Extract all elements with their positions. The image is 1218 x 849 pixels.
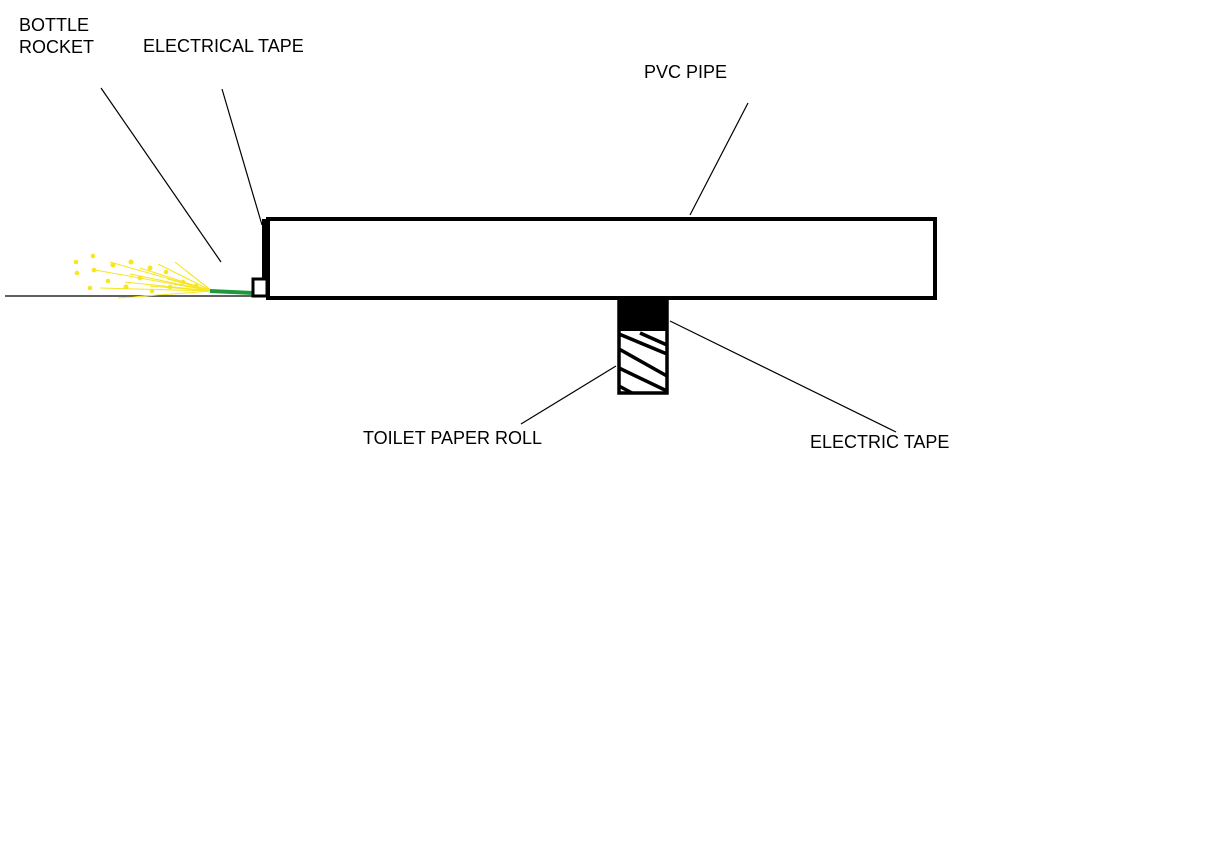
toilet-paper-roll bbox=[617, 296, 669, 395]
roll-hatching bbox=[618, 331, 668, 395]
bottle-rocket-body bbox=[251, 277, 269, 298]
leader-pvc-pipe bbox=[689, 102, 749, 216]
leader-bottle-rocket bbox=[100, 87, 222, 263]
electrical-tape-strip bbox=[262, 219, 269, 279]
label-pvc-pipe: PVC PIPE bbox=[644, 62, 727, 82]
electric-tape-band bbox=[618, 298, 667, 331]
leader-electric-tape bbox=[669, 320, 897, 433]
label-bottle-rocket-line2: ROCKET bbox=[19, 37, 94, 57]
label-electrical-tape: ELECTRICAL TAPE bbox=[143, 36, 304, 56]
leader-electrical-tape bbox=[221, 88, 263, 226]
sparks bbox=[73, 253, 213, 299]
roll-outline bbox=[617, 296, 669, 395]
label-electric-tape: ELECTRIC TAPE bbox=[810, 432, 949, 452]
leader-lines bbox=[100, 87, 897, 433]
label-bottle-rocket-line1: BOTTLE bbox=[19, 15, 89, 35]
fuse bbox=[209, 289, 254, 295]
leader-toilet-paper-roll bbox=[520, 365, 617, 425]
pvc-pipe bbox=[266, 217, 937, 300]
label-toilet-paper-roll: TOILET PAPER ROLL bbox=[363, 428, 542, 448]
